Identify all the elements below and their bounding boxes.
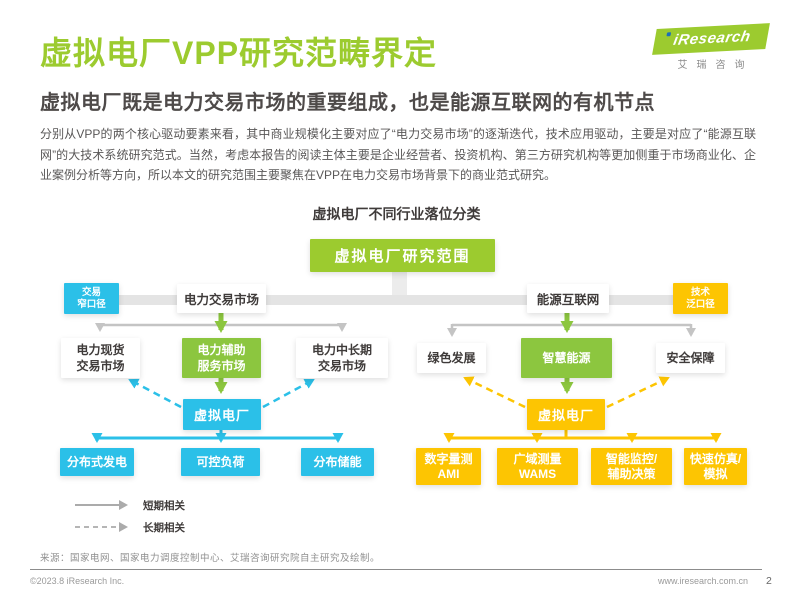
- node-label: 交易市场: [317, 359, 366, 373]
- node-label: 模拟: [703, 466, 728, 481]
- footer-divider: [30, 569, 762, 570]
- node-label: 快速仿真/: [689, 451, 742, 466]
- node-label: 虚拟电厂: [537, 408, 594, 423]
- node-label: 窄口径: [77, 298, 106, 310]
- legend-short-term-label: 短期相关: [143, 500, 185, 512]
- diagram-connectors: [75, 269, 722, 532]
- node-label: 可控负荷: [196, 455, 245, 469]
- node-label: AMI: [437, 466, 460, 481]
- node-vpp-technology: 虚拟电厂: [527, 399, 605, 430]
- node-label: 电力中长期: [311, 343, 372, 357]
- footer-website: www.iresearch.com.cn: [657, 576, 748, 586]
- logo-band: iResearch: [652, 23, 770, 55]
- node-label: 技术: [690, 286, 710, 298]
- node-mid-long-term-market: 电力中长期 交易市场: [296, 338, 388, 378]
- node-trade-narrow-scope-tag: 交易 窄口径: [64, 283, 119, 314]
- node-label: 安全保障: [666, 351, 715, 365]
- node-fast-simulation: 快速仿真/ 模拟: [684, 448, 747, 485]
- body-paragraph: 分别从VPP的两个核心驱动要素来看，其中商业规模化主要对应了“电力交易市场”的逐…: [40, 127, 756, 182]
- node-tech-broad-scope-tag: 技术 泛口径: [673, 283, 728, 314]
- node-label: 电力现货: [76, 343, 125, 357]
- node-green-development: 绿色发展: [417, 343, 486, 373]
- node-distributed-generation: 分布式发电: [60, 448, 134, 476]
- logo-i-dot-icon: [666, 32, 672, 37]
- logo-brand-text: iResearch: [672, 27, 753, 49]
- node-label: 电力辅助: [197, 343, 246, 357]
- source-note: 来源：国家电网、国家电力调度控制中心、艾瑞咨询研究院自主研究及绘制。: [40, 553, 381, 564]
- node-label: 虚拟电厂研究范围: [334, 248, 471, 265]
- logo-brand-chinese: 艾瑞咨询: [677, 60, 754, 71]
- node-security-guarantee: 安全保障: [656, 343, 725, 373]
- node-label: WAMS: [518, 466, 557, 481]
- node-label: 智能监控/: [605, 451, 658, 466]
- node-controllable-load: 可控负荷: [181, 448, 260, 476]
- node-label: 交易市场: [76, 359, 125, 373]
- node-label: 绿色发展: [427, 351, 476, 365]
- page-number: 2: [766, 575, 772, 587]
- node-label: 电力交易市场: [183, 293, 259, 307]
- page-subtitle: 虚拟电厂既是电力交易市场的重要组成，也是能源互联网的有机节点: [40, 92, 655, 114]
- node-label: 智慧能源: [542, 351, 591, 365]
- node-label: 能源互联网: [536, 293, 600, 307]
- node-smart-energy: 智慧能源: [521, 338, 612, 378]
- node-wide-area-measurement-wams: 广域测量 WAMS: [497, 448, 578, 485]
- node-vpp-trading: 虚拟电厂: [183, 399, 261, 430]
- node-energy-internet: 能源互联网: [527, 284, 609, 313]
- node-label: 数字量测: [424, 451, 473, 466]
- node-label: 泛口径: [686, 298, 715, 310]
- node-label: 分布式发电: [66, 455, 127, 469]
- node-label: 分布储能: [313, 455, 362, 469]
- iresearch-logo: iResearch 艾瑞咨询: [652, 23, 770, 71]
- footer-copyright: ©2023.8 iResearch Inc.: [30, 576, 125, 586]
- node-label: 虚拟电厂: [193, 408, 250, 423]
- node-label: 辅助决策: [607, 466, 656, 481]
- node-ancillary-services-market: 电力辅助 服务市场: [182, 338, 261, 378]
- node-label: 服务市场: [197, 359, 246, 373]
- node-power-trading-market: 电力交易市场: [177, 284, 266, 313]
- node-smart-monitoring-decision: 智能监控/ 辅助决策: [591, 448, 672, 485]
- node-spot-market: 电力现货 交易市场: [61, 338, 140, 378]
- node-distributed-storage: 分布储能: [301, 448, 374, 476]
- diagram-title: 虚拟电厂不同行业落位分类: [312, 206, 481, 222]
- node-digital-metering-ami: 数字量测 AMI: [416, 448, 481, 485]
- page-title: 虚拟电厂VPP研究范畴界定: [40, 35, 438, 71]
- node-label: 交易: [81, 286, 101, 298]
- legend-long-term-label: 长期相关: [143, 522, 185, 534]
- node-research-scope: 虚拟电厂研究范围: [310, 239, 495, 272]
- node-label: 广域测量: [513, 451, 562, 466]
